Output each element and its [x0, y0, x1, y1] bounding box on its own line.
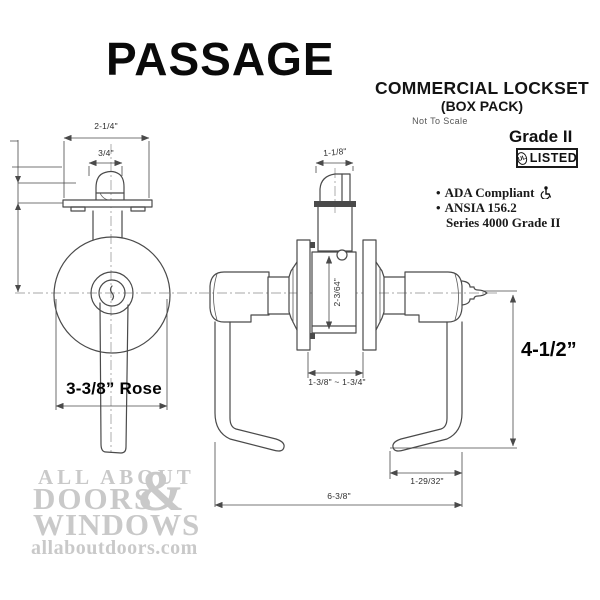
hub-outer — [90, 271, 134, 315]
watermark-line3: WINDOWS — [33, 507, 201, 542]
feature-label: ADA Compliant — [444, 185, 535, 200]
scale-note: Not To Scale — [412, 116, 468, 126]
feature-label: ANSIA 156.2 — [444, 200, 517, 215]
latch-bolt-front — [95, 170, 125, 201]
feature-series: Series 4000 Grade II — [446, 216, 560, 229]
lock-chassis — [311, 249, 357, 334]
front-view-drawing — [10, 134, 197, 454]
product-title: COMMERCIAL LOCKSET — [374, 78, 590, 98]
dim-side-body-height: 2-3/64" — [331, 277, 342, 307]
mounting-plate-left — [296, 239, 311, 351]
ul-listed-label: LISTED — [529, 150, 578, 165]
bullet: • — [436, 200, 441, 215]
feature-ada: • ADA Compliant — [436, 186, 560, 199]
bullet: • — [436, 185, 441, 200]
ul-listed-badge: UL LISTED — [515, 148, 578, 168]
ul-logo-icon: UL — [515, 150, 529, 166]
feature-list: • ADA Compliant • ANSIA 156.2 Series 400… — [436, 186, 560, 231]
lever-front — [99, 302, 129, 454]
watermark-ampersand: & — [137, 460, 185, 523]
watermark-line1: ALL ABOUT — [38, 465, 195, 489]
dim-rose-label: 3-3/8” Rose — [66, 379, 162, 398]
dim-front-latch-width: 3/4" — [98, 148, 114, 158]
side-view-drawing — [199, 159, 517, 509]
dim-lever-return: 1-29/32" — [410, 476, 444, 486]
grade-label: Grade II — [509, 127, 573, 146]
feature-ansi: • ANSIA 156.2 — [436, 201, 560, 214]
dim-door-thickness-range: 1-3/8" ~ 1-3/4" — [308, 377, 366, 387]
latch-neck — [92, 210, 123, 241]
mounting-plate-right — [362, 239, 377, 351]
feature-label: Series 4000 Grade II — [446, 215, 561, 230]
dim-front-overall-width: 2-1/4" — [94, 121, 118, 131]
latch-bolt-side — [314, 173, 356, 253]
dim-overall-length: 6-3/8" — [327, 491, 351, 501]
wheelchair-icon — [540, 186, 551, 199]
lever-assembly-right — [375, 261, 488, 452]
dim-lever-drop: 4-1/2” — [521, 339, 577, 361]
faceplate — [62, 199, 153, 212]
watermark-line2: DOORS — [33, 481, 154, 516]
watermark-url: allaboutdoors.com — [31, 537, 198, 559]
hub-inner — [98, 279, 126, 307]
lever-assembly-left — [209, 261, 298, 452]
page-title: PASSAGE — [106, 33, 335, 85]
rose-circle — [53, 236, 171, 354]
pack-subtitle: (BOX PACK) — [440, 98, 524, 114]
latch-tip — [461, 280, 488, 306]
keyway — [109, 285, 115, 301]
